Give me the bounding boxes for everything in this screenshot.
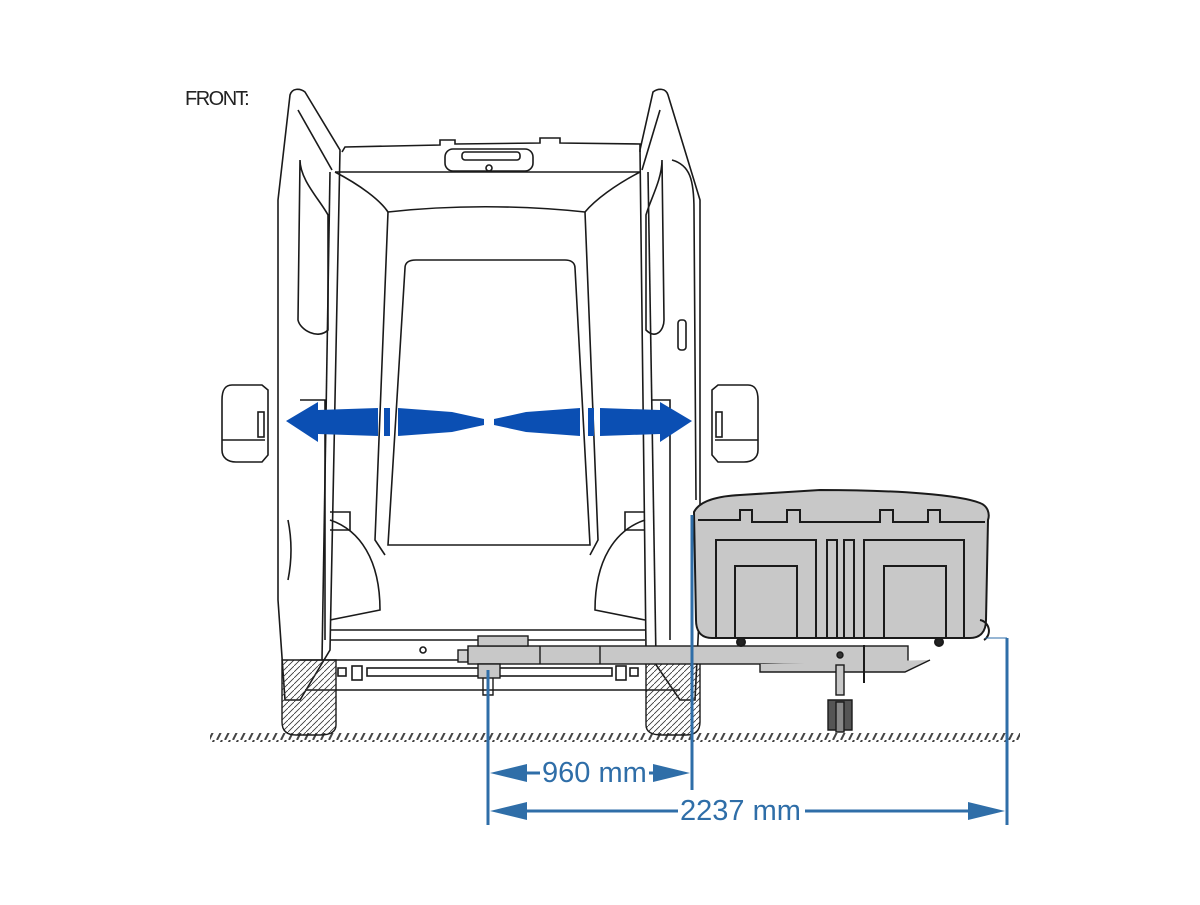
width-arrow: [286, 402, 692, 442]
cargo-box: [692, 488, 990, 647]
dimension-label-960: 960 mm: [540, 757, 649, 789]
ground-line: [210, 733, 1020, 742]
dimension-label-2237: 2237 mm: [678, 795, 803, 827]
left-rear-tire: [281, 659, 337, 736]
view-label: FRONT:: [185, 88, 250, 110]
van-body: [221, 88, 759, 701]
dimension-lines: [486, 515, 1009, 825]
right-rear-tire: [645, 659, 701, 736]
